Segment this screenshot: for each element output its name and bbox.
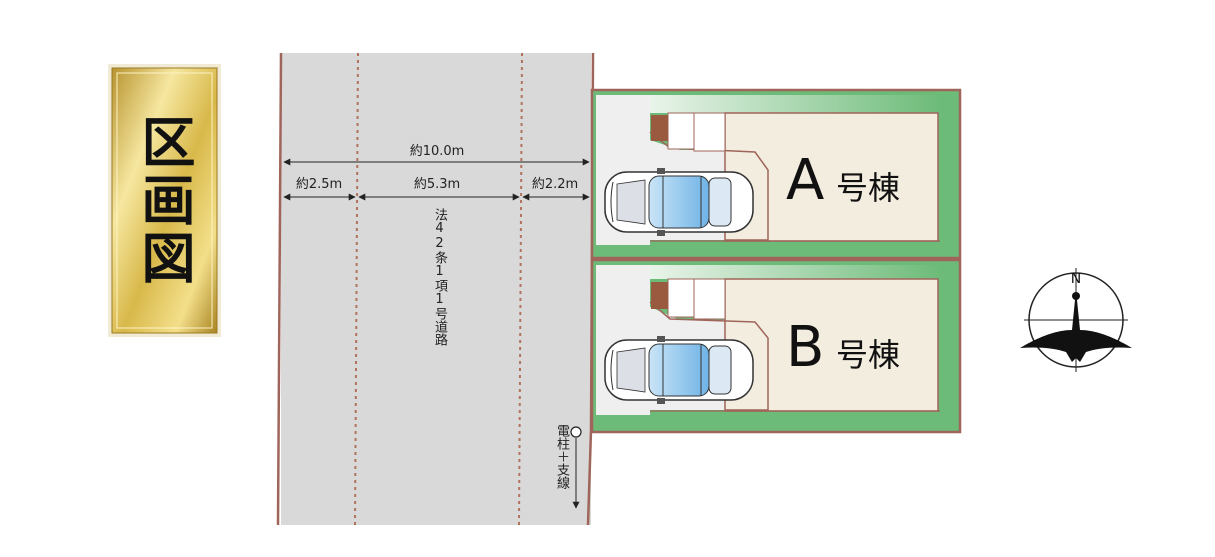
utility-pole-label: 電柱＋支線: [554, 424, 569, 489]
dimension-right-label: 約2.2m: [532, 177, 578, 192]
dimension-center-label: 約5.3m: [414, 177, 460, 192]
lane-line-left: [354, 52, 359, 526]
compass-north-label: N: [1071, 271, 1081, 287]
road-edge-left: [276, 52, 283, 526]
car-a-icon: [604, 168, 754, 236]
compass-icon: [1020, 268, 1132, 372]
lot-b-meter: [651, 282, 668, 309]
lot-a-letter: A: [786, 148, 824, 213]
road: [281, 53, 591, 525]
dimension-left-label: 約2.5m: [296, 177, 342, 192]
car-b-icon: [604, 336, 754, 404]
lot-a-suffix: 号棟: [836, 169, 900, 207]
title-plaque-frame: [108, 64, 221, 337]
lot-b-house: [724, 278, 939, 412]
dimension-total-label: 約10.0m: [410, 144, 465, 159]
road-type-label: 法42条1項1号道路: [432, 208, 447, 346]
lane-line-right: [518, 52, 523, 526]
lot-b-letter: B: [786, 315, 824, 380]
lot-a-meter: [651, 115, 668, 141]
lot-b-suffix: 号棟: [836, 336, 900, 374]
page-title: 区画図: [132, 113, 196, 288]
lot-a-house: [724, 112, 939, 242]
utility-pole-icon: [570, 426, 582, 438]
